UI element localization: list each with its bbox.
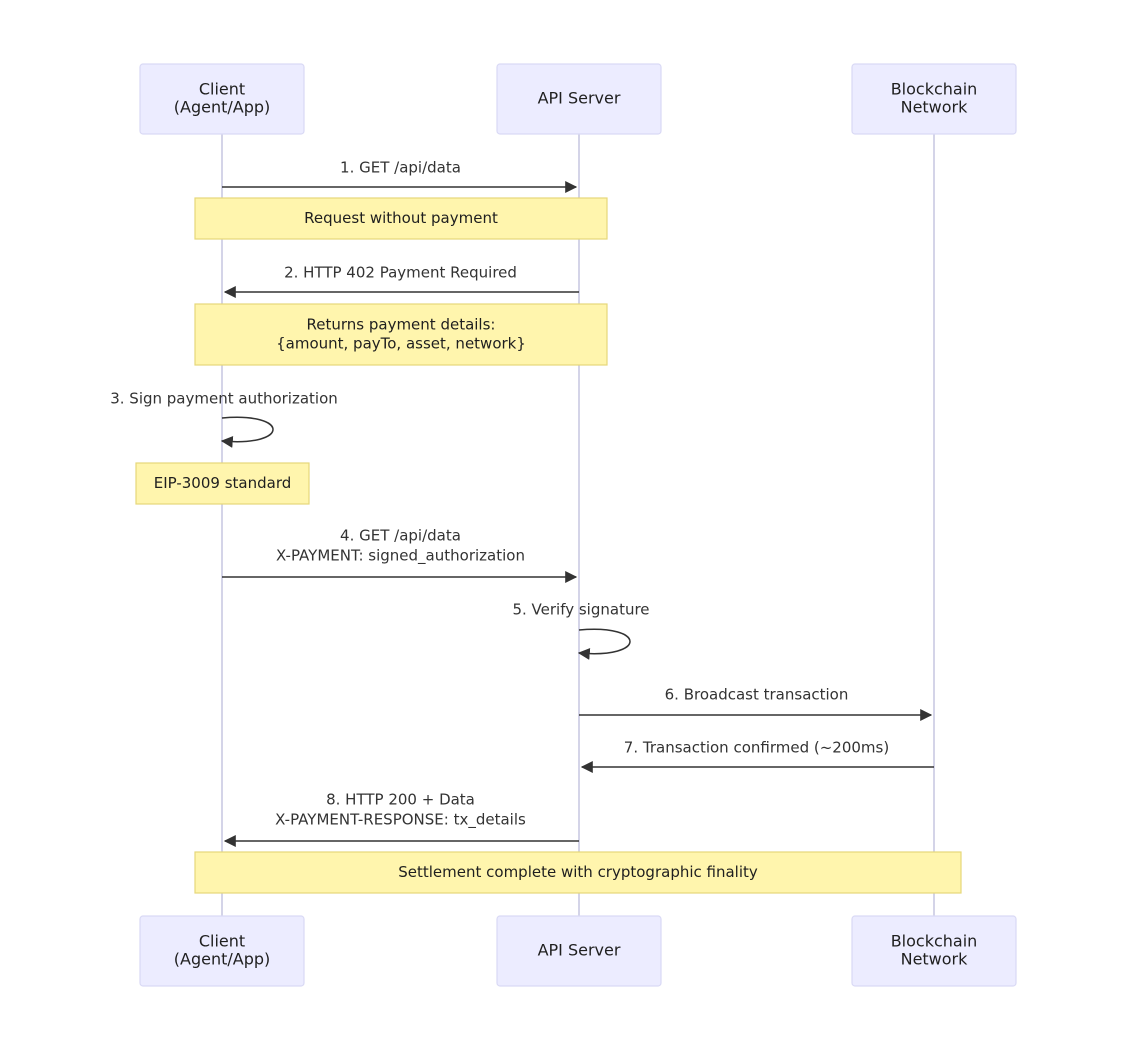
note-text: EIP-3009 standard bbox=[154, 474, 292, 492]
message-6: 6. Broadcast transaction bbox=[579, 686, 933, 721]
participant-label: Client bbox=[199, 932, 245, 951]
message-label: 8. HTTP 200 + Data bbox=[326, 791, 475, 809]
participant-box bbox=[496, 63, 662, 135]
note-box bbox=[194, 303, 608, 366]
note-text: {amount, payTo, asset, network} bbox=[276, 335, 526, 353]
note-3: EIP-3009 standard bbox=[135, 462, 310, 505]
note-box bbox=[135, 462, 310, 505]
participant-box bbox=[851, 915, 1017, 987]
message-1: 1. GET /api/data bbox=[222, 159, 578, 193]
participant-box bbox=[139, 63, 305, 135]
message-label: 6. Broadcast transaction bbox=[665, 686, 849, 704]
participant-api-top: API Server bbox=[496, 63, 662, 135]
participant-label: API Server bbox=[538, 89, 621, 108]
note-box bbox=[194, 197, 608, 240]
message-label: 5. Verify signature bbox=[512, 601, 649, 619]
participants: Client(Agent/App)Client(Agent/App)API Se… bbox=[139, 63, 1017, 987]
participant-client-top: Client(Agent/App) bbox=[139, 63, 305, 135]
participant-box bbox=[851, 63, 1017, 135]
participant-label: Network bbox=[901, 950, 969, 969]
self-message-arrow bbox=[577, 628, 631, 660]
self-message-arrow bbox=[220, 416, 274, 448]
message-label: X-PAYMENT: signed_authorization bbox=[276, 547, 525, 566]
participant-label: Network bbox=[901, 98, 969, 117]
participant-label: Client bbox=[199, 80, 245, 99]
participant-label: (Agent/App) bbox=[174, 950, 271, 969]
message-7: 7. Transaction confirmed (~200ms) bbox=[580, 739, 934, 773]
message-label: 1. GET /api/data bbox=[340, 159, 461, 177]
participant-label: (Agent/App) bbox=[174, 98, 271, 117]
note-1: Request without payment bbox=[194, 197, 608, 240]
message-label: 7. Transaction confirmed (~200ms) bbox=[624, 739, 889, 757]
message-label: X-PAYMENT-RESPONSE: tx_details bbox=[275, 811, 526, 830]
participant-box bbox=[496, 915, 662, 987]
note-text: Returns payment details: bbox=[307, 316, 496, 334]
message-label: 3. Sign payment authorization bbox=[110, 390, 338, 408]
participant-api-bottom: API Server bbox=[496, 915, 662, 987]
note-box bbox=[194, 851, 962, 894]
participant-label: Blockchain bbox=[891, 932, 978, 951]
participant-box bbox=[139, 915, 305, 987]
message-label: 2. HTTP 402 Payment Required bbox=[284, 264, 517, 282]
note-4: Settlement complete with cryptographic f… bbox=[194, 851, 962, 894]
message-label: 4. GET /api/data bbox=[340, 527, 461, 545]
participant-label: Blockchain bbox=[891, 80, 978, 99]
note-text: Request without payment bbox=[304, 209, 498, 227]
lifelines bbox=[221, 134, 935, 916]
message-2: 2. HTTP 402 Payment Required bbox=[223, 264, 579, 298]
message-3: 3. Sign payment authorization bbox=[110, 390, 338, 448]
messages: 1. GET /api/data 2. HTTP 402 Payment Requ… bbox=[110, 159, 934, 847]
participant-client-bottom: Client(Agent/App) bbox=[139, 915, 305, 987]
note-text: Settlement complete with cryptographic f… bbox=[398, 863, 758, 881]
message-5: 5. Verify signature bbox=[512, 601, 650, 660]
participant-label: API Server bbox=[538, 941, 621, 960]
note-2: Returns payment details:{amount, payTo, … bbox=[194, 303, 608, 366]
